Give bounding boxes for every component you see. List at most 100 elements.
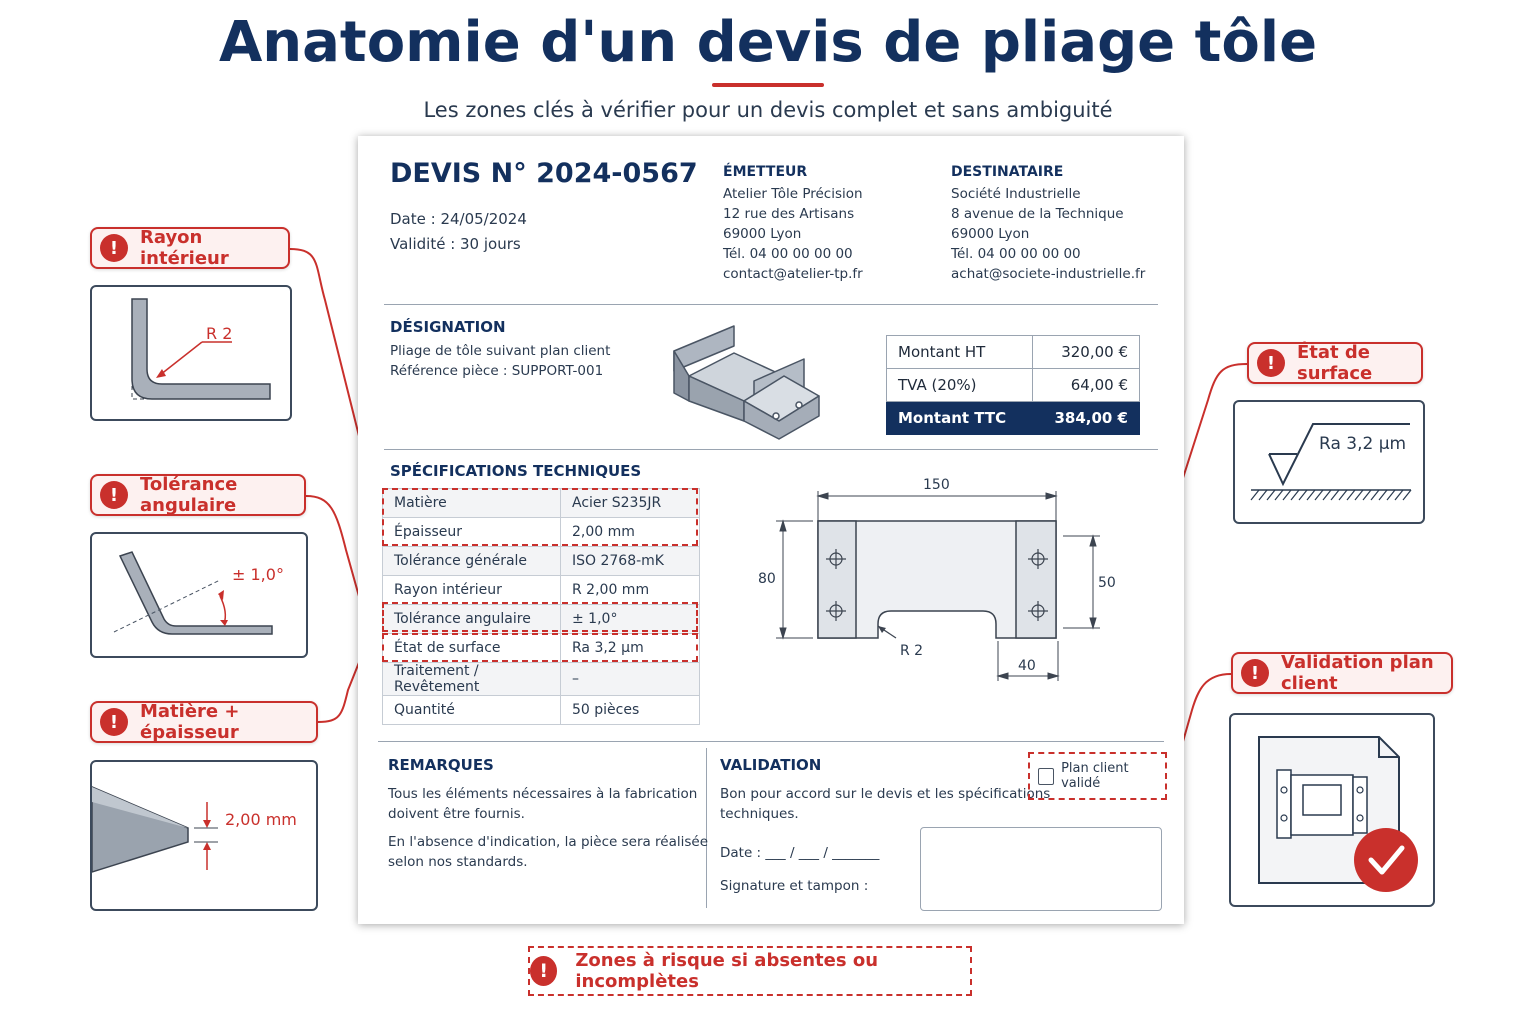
remarks-text: Tous les éléments nécessaires à la fabri… (388, 786, 698, 802)
issuer-block: ÉMETTEUR Atelier Tôle Précision 12 rue d… (723, 164, 863, 284)
card-validation (1229, 713, 1435, 907)
callout-validation: ! Validation plan client (1231, 652, 1453, 694)
table-row: Traitement / Revêtement– (382, 662, 700, 696)
spec-value: R 2,00 mm (560, 575, 700, 605)
spec-value: 50 pièces (560, 695, 700, 725)
signature-box[interactable] (920, 827, 1162, 911)
check-icon (1368, 845, 1405, 875)
designation-reference: Référence pièce : SUPPORT-001 (390, 363, 604, 379)
validation-signature-label: Signature et tampon : (720, 878, 869, 894)
price-value: 384,00 € (1031, 401, 1141, 435)
spec-key: Traitement / Revêtement (382, 662, 561, 696)
remarks-text: doivent être fournis. (388, 806, 525, 822)
validation-heading: VALIDATION (720, 756, 822, 774)
spec-key: Tolérance angulaire (382, 604, 561, 634)
spec-key: Rayon intérieur (382, 575, 561, 605)
price-label: Montant HT (886, 335, 1033, 369)
price-label: TVA (20%) (886, 368, 1033, 402)
plan-validated-label: Plan client validé (1061, 761, 1129, 791)
thickness-annotation: 2,00 mm (225, 810, 297, 829)
tolerance-annotation: ± 1,0° (232, 565, 284, 584)
risk-zones-note: ! Zones à risque si absentes ou incomplè… (528, 946, 972, 996)
recipient-line: Société Industrielle (951, 186, 1081, 202)
validation-text: Bon pour accord sur le devis et les spéc… (720, 786, 1051, 802)
recipient-block: DESTINATAIRE Société Industrielle 8 aven… (951, 164, 1145, 284)
risk-zone-surface (382, 633, 698, 662)
remarks-heading: REMARQUES (388, 756, 494, 774)
spec-value: Acier S235JR (560, 488, 700, 518)
bend-radius-icon: R 2 (131, 298, 271, 400)
card-matiere: 2,00 mm (90, 760, 318, 911)
rayon-annotation: R 2 (206, 324, 232, 343)
technical-drawing: 150 80 50 40 R 2 (758, 477, 1116, 681)
risk-zone-matiere (382, 488, 698, 546)
validation-text: techniques. (720, 806, 799, 822)
divider-vertical (706, 748, 707, 908)
price-value: 64,00 € (1031, 368, 1141, 402)
callout-rayon: ! Rayon intérieur (90, 227, 290, 269)
angle-tolerance-icon: ± 1,0° (113, 551, 284, 635)
title-underline (712, 83, 824, 87)
page-title: Anatomie d'un devis de pliage tôle (218, 10, 1318, 75)
page-subtitle: Les zones clés à vérifier pour un devis … (423, 98, 1113, 122)
dim-radius-label: R 2 (900, 643, 923, 659)
warning-icon: ! (1257, 349, 1285, 377)
warning-icon: ! (1241, 659, 1269, 687)
spec-key: Tolérance générale (382, 546, 561, 576)
callout-surface: ! État de surface (1247, 342, 1423, 384)
risk-zones-label: Zones à risque si absentes ou incomplète… (575, 950, 879, 992)
plan-validated-checkbox[interactable] (1038, 767, 1055, 785)
callout-label: Rayon intérieur (140, 227, 229, 269)
callout-label: État de surface (1297, 342, 1373, 384)
warning-icon: ! (100, 708, 128, 736)
issuer-line: contact@atelier-tp.fr (723, 266, 863, 282)
spec-key: Épaisseur (382, 517, 561, 547)
designation-heading: DÉSIGNATION (390, 318, 506, 336)
spec-value: – (560, 662, 700, 696)
quote-document: DEVIS N° 2024-0567 Date : 24/05/2024 Val… (358, 136, 1184, 924)
issuer-line: Tél. 04 00 00 00 00 (723, 246, 853, 262)
spec-value: 2,00 mm (560, 517, 700, 547)
issuer-line: Atelier Tôle Précision (723, 186, 863, 202)
recipient-line: achat@societe-industrielle.fr (951, 266, 1146, 282)
callout-tolerance: ! Tolérance angulaire (90, 474, 306, 516)
plan-validated-zone: Plan client validé (1028, 752, 1167, 800)
divider (384, 449, 1158, 450)
dim-tab-label: 40 (1018, 658, 1036, 674)
issuer-line: 69000 Lyon (723, 226, 802, 242)
warning-icon: ! (530, 956, 558, 986)
dim-width-label: 150 (923, 477, 950, 493)
remarks-text: En l'absence d'indication, la pièce sera… (388, 834, 709, 850)
divider (378, 741, 1164, 742)
callout-label: Validation plan client (1281, 652, 1434, 694)
validated-plan-icon (1258, 736, 1418, 892)
divider (384, 304, 1158, 305)
price-value: 320,00 € (1031, 335, 1141, 369)
callout-label: Matière + épaisseur (140, 701, 240, 743)
validation-date-field[interactable]: Date : ___ / ___ / _______ (720, 845, 880, 861)
specs-heading: SPÉCIFICATIONS TECHNIQUES (390, 462, 642, 480)
card-tolerance: ± 1,0° (90, 532, 308, 658)
card-surface: Ra 3,2 µm (1233, 400, 1425, 524)
spec-value: ISO 2768-mK (560, 546, 700, 576)
table-row: TVA (20%)64,00 € (886, 368, 1141, 402)
risk-zone-tolerance (382, 602, 698, 632)
quote-date: Date : 24/05/2024 (390, 210, 527, 228)
surface-finish-icon: Ra 3,2 µm (1250, 423, 1412, 501)
recipient-line: Tél. 04 00 00 00 00 (951, 246, 1081, 262)
recipient-heading: DESTINATAIRE (951, 164, 1064, 180)
quote-number: DEVIS N° 2024-0567 (390, 158, 698, 189)
designation-line: Pliage de tôle suivant plan client (390, 343, 611, 359)
thickness-icon: 2,00 mm (91, 785, 297, 874)
price-label: Montant TTC (886, 401, 1033, 435)
warning-icon: ! (100, 234, 128, 262)
dim-height-label: 80 (758, 571, 776, 587)
